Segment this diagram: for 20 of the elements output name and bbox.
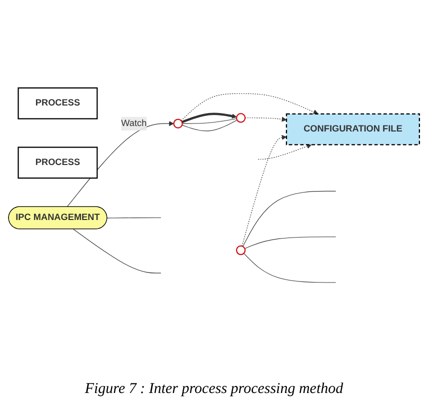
dashed-arrow — [242, 134, 287, 246]
connector-line — [244, 253, 336, 283]
connector-line — [182, 118, 237, 124]
connector-line — [182, 120, 238, 132]
connector-line — [242, 190, 336, 247]
process-box: PROCESS — [18, 87, 98, 120]
connection-ellipse — [173, 118, 183, 128]
process-box: CONFIGURATION FILE — [286, 113, 420, 146]
connector-line — [244, 236, 336, 249]
dashed-arrow — [180, 93, 318, 121]
arrow — [182, 112, 237, 124]
manager-ellipse: IPC MANAGEMENT — [8, 206, 108, 230]
connector-line — [73, 228, 162, 274]
figure-caption: Figure 7 : Inter process processing method — [84, 380, 344, 399]
dashed-arrow — [244, 116, 287, 122]
connection-ellipse — [236, 113, 246, 123]
process-box: PROCESS — [18, 146, 98, 179]
connection-ellipse — [236, 245, 246, 256]
connector-line — [106, 217, 162, 218]
dashed-arrow — [258, 144, 312, 160]
